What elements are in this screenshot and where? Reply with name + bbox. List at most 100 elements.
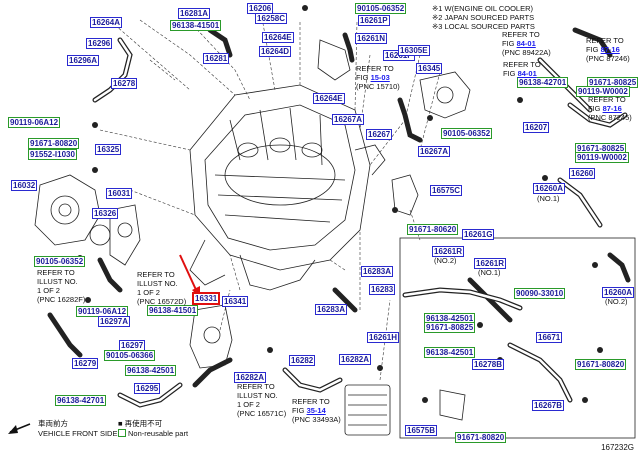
part-90090-33010[interactable]: 90090-33010 bbox=[514, 288, 566, 299]
part-16260A-2[interactable]: 16260A bbox=[602, 287, 635, 298]
fig-link-35-14[interactable]: 35-14 bbox=[306, 406, 326, 415]
legend-vehicle-front: 車両前方 VEHICLE FRONT SIDE bbox=[38, 419, 117, 439]
note-1: ※1 W(ENGINE OIL COOLER) bbox=[432, 4, 534, 13]
part-16261G[interactable]: 16261G bbox=[462, 229, 495, 240]
part-16297A[interactable]: 16297A bbox=[98, 316, 131, 327]
legend-nonreuse-en: Non-reusable part bbox=[128, 429, 189, 438]
note-3: ※3 LOCAL SOURCED PARTS bbox=[432, 22, 535, 31]
part-96138-42501-3[interactable]: 96138-42501 bbox=[424, 347, 476, 358]
part-16267[interactable]: 16267 bbox=[366, 129, 393, 140]
part-16305E[interactable]: 16305E bbox=[398, 45, 430, 56]
part-90105-06352[interactable]: 90105-06352 bbox=[355, 3, 407, 14]
illust-ref-3: REFER TO ILLUST NO. 1 OF 2 (PNC 16571C) bbox=[237, 382, 287, 418]
part-91671-80620[interactable]: 91671-80620 bbox=[407, 224, 459, 235]
part-16296[interactable]: 16296 bbox=[86, 38, 113, 49]
water-outlet-drawing bbox=[317, 39, 471, 119]
part-16281[interactable]: 16281 bbox=[203, 53, 230, 64]
fig-link-84-01[interactable]: 84-01 bbox=[516, 39, 536, 48]
part-16295[interactable]: 16295 bbox=[134, 383, 161, 394]
part-16261H[interactable]: 16261H bbox=[367, 332, 400, 343]
part-90119-W0002-2[interactable]: 90119-W0002 bbox=[575, 152, 629, 163]
part-96138-42701[interactable]: 96138-42701 bbox=[517, 77, 569, 88]
part-16031[interactable]: 16031 bbox=[106, 188, 133, 199]
part-16278[interactable]: 16278 bbox=[111, 78, 138, 89]
part-16267A[interactable]: 16267A bbox=[332, 114, 365, 125]
ref-block-4: REFER TO FIG 15-03 (PNC 15710) bbox=[356, 64, 400, 91]
part-16283[interactable]: 16283 bbox=[369, 284, 396, 295]
part-16296A[interactable]: 16296A bbox=[67, 55, 100, 66]
part-16283A-2[interactable]: 16283A bbox=[315, 304, 348, 315]
part-16282A-2[interactable]: 16282A bbox=[234, 372, 267, 383]
ref-block-6: REFER TO FIG 35-14 (PNC 33493A) bbox=[292, 397, 341, 424]
part-16331-highlighted[interactable]: 16331 bbox=[192, 292, 221, 305]
part-16279[interactable]: 16279 bbox=[72, 358, 99, 369]
small-note-no1-a: (NO.1) bbox=[537, 194, 560, 203]
part-96138-42701-2[interactable]: 96138-42701 bbox=[55, 395, 107, 406]
vehicle-front-arrow bbox=[8, 423, 31, 434]
part-16260A[interactable]: 16260A bbox=[533, 183, 566, 194]
part-16260[interactable]: 16260 bbox=[569, 168, 596, 179]
part-16258C[interactable]: 16258C bbox=[255, 13, 288, 24]
part-16575B[interactable]: 16575B bbox=[405, 425, 438, 436]
part-16267B[interactable]: 16267B bbox=[532, 400, 565, 411]
legend-front-en: VEHICLE FRONT SIDE bbox=[38, 429, 118, 438]
part-16282A[interactable]: 16282A bbox=[339, 354, 372, 365]
legend-front-jp: 車両前方 bbox=[38, 419, 68, 428]
water-pump-drawing bbox=[34, 174, 141, 266]
small-note-no1-b: (NO.1) bbox=[478, 268, 501, 277]
part-90105-06352-3[interactable]: 90105-06352 bbox=[34, 256, 86, 267]
part-16575C[interactable]: 16575C bbox=[430, 185, 463, 196]
part-91671-80820[interactable]: 91671-80820 bbox=[28, 138, 80, 149]
part-16281A[interactable]: 16281A bbox=[178, 8, 211, 19]
part-96138-42501[interactable]: 96138-42501 bbox=[125, 365, 177, 376]
part-16325[interactable]: 16325 bbox=[95, 144, 122, 155]
part-91671-80825-3[interactable]: 91671-80825 bbox=[424, 322, 476, 333]
part-90119-W0002[interactable]: 90119-W0002 bbox=[576, 86, 630, 97]
part-90105-06366[interactable]: 90105-06366 bbox=[104, 350, 156, 361]
part-16278B[interactable]: 16278B bbox=[472, 359, 505, 370]
ref-block-5: REFER TO FIG 87-16 (PNC 87245) bbox=[588, 95, 632, 122]
part-16264E-2[interactable]: 16264E bbox=[313, 93, 345, 104]
part-91671-80820-2[interactable]: 91671-80820 bbox=[575, 359, 627, 370]
part-16282[interactable]: 16282 bbox=[289, 355, 316, 366]
part-16267A-2[interactable]: 16267A bbox=[418, 146, 451, 157]
part-16283A[interactable]: 16283A bbox=[361, 266, 394, 277]
small-note-no2-a: (NO.2) bbox=[434, 256, 457, 265]
bracket-drawing bbox=[391, 174, 466, 421]
part-16261N[interactable]: 16261N bbox=[355, 33, 388, 44]
part-16264E[interactable]: 16264E bbox=[262, 32, 294, 43]
fig-link-87-16[interactable]: 87-16 bbox=[600, 45, 620, 54]
part-96138-41501-2[interactable]: 96138-41501 bbox=[147, 305, 199, 316]
part-91671-80820-3[interactable]: 91671-80820 bbox=[455, 432, 507, 443]
small-note-no2-b: (NO.2) bbox=[605, 297, 628, 306]
part-96138-41501[interactable]: 96138-41501 bbox=[170, 20, 222, 31]
part-16207[interactable]: 16207 bbox=[523, 122, 550, 133]
part-16261R[interactable]: 16261R bbox=[432, 246, 465, 257]
fig-link-87-16-2[interactable]: 87-16 bbox=[602, 104, 622, 113]
part-16264A[interactable]: 16264A bbox=[90, 17, 123, 28]
fasteners bbox=[77, 5, 603, 403]
part-90119-06A12[interactable]: 90119-06A12 bbox=[8, 117, 61, 128]
part-91552-I1030[interactable]: 91552-I1030 bbox=[28, 149, 77, 160]
part-16326[interactable]: 16326 bbox=[92, 208, 119, 219]
ref-block-2: REFER TO FIG 84-01 (PNC 89422A) bbox=[502, 30, 551, 57]
fig-link-15-03[interactable]: 15-03 bbox=[370, 73, 390, 82]
note-2: ※2 JAPAN SOURCED PARTS bbox=[432, 13, 535, 22]
engine-block-drawing bbox=[189, 84, 386, 291]
nonreuse-square-icon bbox=[118, 429, 126, 437]
part-16341[interactable]: 16341 bbox=[222, 296, 249, 307]
part-16264D[interactable]: 16264D bbox=[259, 46, 292, 57]
part-16032[interactable]: 16032 bbox=[11, 180, 38, 191]
part-16261P[interactable]: 16261P bbox=[358, 15, 390, 26]
hose-highlights bbox=[93, 38, 627, 407]
fig-link-84-01-2[interactable]: 84-01 bbox=[517, 69, 537, 78]
part-16671[interactable]: 16671 bbox=[536, 332, 563, 343]
ref-block-1: REFER TO FIG 87-16 (PNC 87246) bbox=[586, 36, 630, 63]
part-16261R-2[interactable]: 16261R bbox=[474, 258, 507, 269]
figure-code: 167232G bbox=[601, 443, 634, 452]
illust-ref-2: REFER TO ILLUST NO. 1 OF 2 (PNC 16572D) bbox=[137, 270, 187, 306]
part-16345[interactable]: 16345 bbox=[416, 63, 443, 74]
part-90105-06352-2[interactable]: 90105-06352 bbox=[441, 128, 493, 139]
